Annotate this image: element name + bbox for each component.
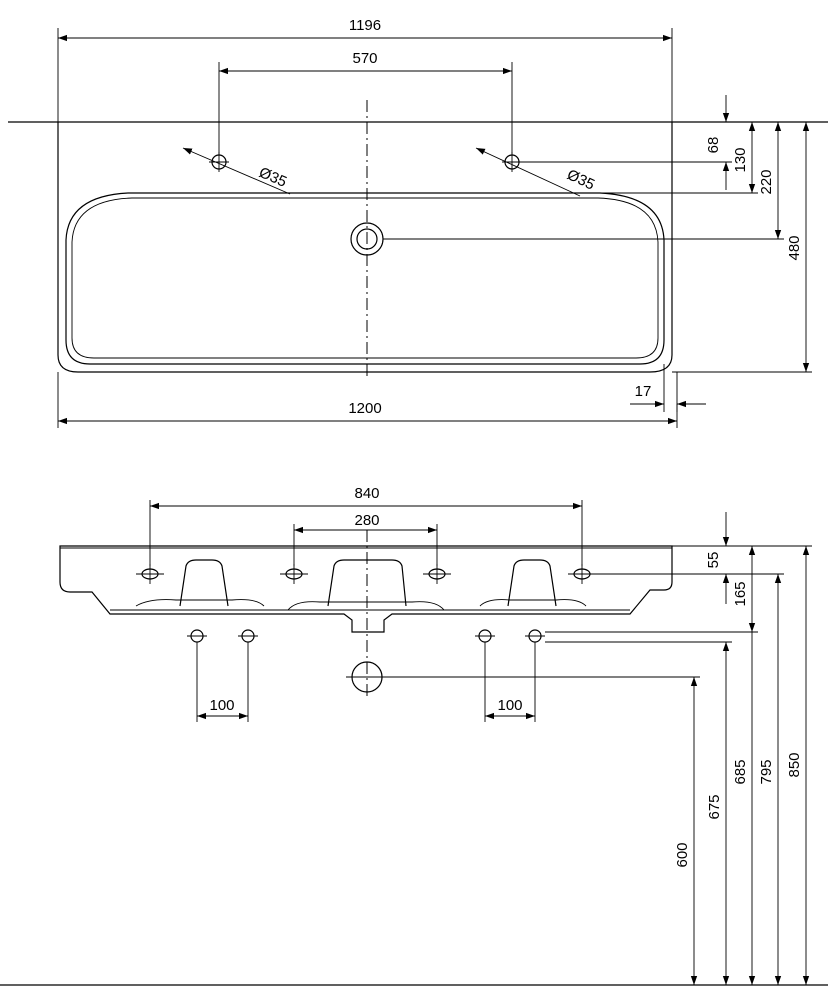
dim-675-label: 675 — [706, 794, 723, 819]
dim-100-left-label: 100 — [209, 697, 234, 714]
tap-mark-2 — [280, 564, 308, 584]
dim-55-label: 55 — [705, 552, 722, 569]
dim-68-label: 68 — [705, 137, 722, 154]
dim-600-label: 600 — [674, 842, 691, 867]
dim-570-label: 570 — [352, 50, 377, 67]
dim-220-label: 220 — [758, 169, 775, 194]
supply-point-3 — [475, 629, 495, 643]
dim-130-label: 130 — [732, 147, 749, 172]
dim-840-label: 840 — [354, 485, 379, 502]
dim-480-label: 480 — [786, 235, 803, 260]
tap-dome-center — [287, 559, 445, 611]
front-view: 840 280 100 100 55 165 600 67 — [0, 485, 828, 986]
dim-1196-label: 1196 — [349, 17, 381, 34]
dim-795-label: 795 — [758, 759, 775, 784]
dia-leader-left — [182, 147, 291, 195]
basin-bowl-inner — [71, 197, 659, 359]
dim-685-label: 685 — [732, 759, 749, 784]
tap-mark-1 — [136, 564, 164, 584]
dim-280-label: 280 — [354, 512, 379, 529]
supply-point-1 — [187, 629, 207, 643]
basin-bowl — [65, 192, 665, 365]
tap-dome-left — [135, 559, 265, 607]
tap-mark-3 — [423, 564, 451, 584]
dia-leader-right — [475, 147, 581, 197]
supply-point-4 — [525, 629, 545, 643]
dim-17-label: 17 — [635, 383, 652, 400]
basin-profile-front — [59, 545, 673, 633]
top-view: Ø35 Ø35 1196 570 68 130 220 480 — [8, 17, 828, 428]
tap-dome-right — [479, 559, 587, 607]
dim-165-label: 165 — [732, 581, 749, 606]
dim-100-right-label: 100 — [497, 697, 522, 714]
dia-label-right: Ø35 — [564, 166, 597, 193]
drain-outlet — [346, 661, 388, 693]
dim-850-label: 850 — [786, 752, 803, 777]
basin-outline-top — [57, 122, 673, 373]
tap-mark-4 — [568, 564, 596, 584]
dim-1200-label: 1200 — [348, 400, 381, 417]
supply-point-2 — [238, 629, 258, 643]
